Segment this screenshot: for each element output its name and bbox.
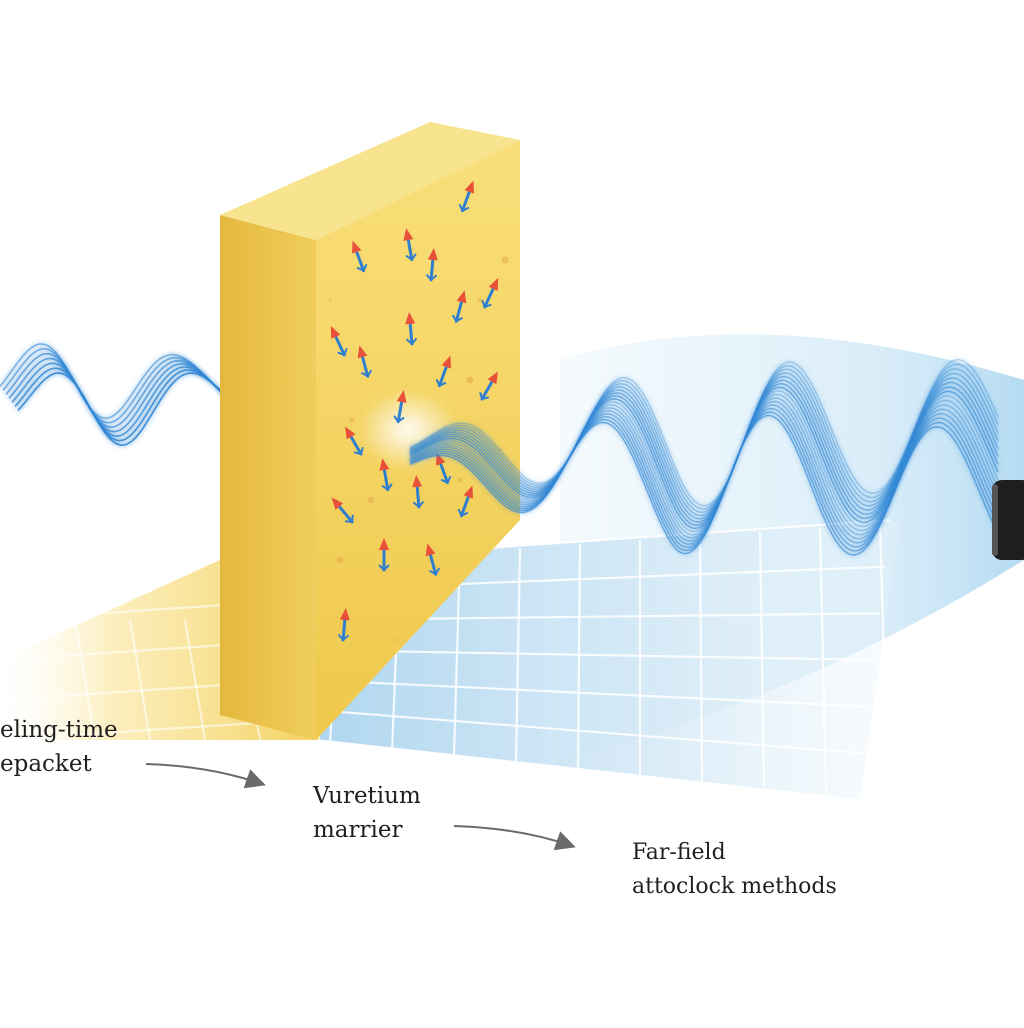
spin-arrow-icon	[435, 355, 452, 388]
label-barrier: Vuretium marrier	[313, 779, 421, 847]
spin-arrow-icon	[379, 458, 393, 492]
label-left-line1: eling-time	[0, 717, 118, 743]
label-far-field-attoclock: Far-field attoclock methods	[632, 836, 837, 904]
spin-arrow-icon	[331, 497, 354, 524]
spin-arrow-icon	[412, 475, 425, 509]
outgoing-wave	[409, 358, 999, 556]
spin-arrow-icon	[393, 390, 407, 424]
spin-arrow-icon	[425, 248, 438, 282]
barrier-speckles	[328, 247, 509, 642]
label-left-line2: epacket	[0, 751, 92, 777]
spin-arrow-icon	[458, 180, 475, 213]
spin-arrow-icon	[337, 608, 350, 642]
spin-arrow-icon	[330, 325, 348, 357]
spin-arrow-icon	[479, 371, 498, 401]
spin-arrow-icon	[457, 485, 474, 518]
detector-icon	[992, 480, 1024, 560]
barrier	[220, 122, 520, 740]
spin-arrows	[330, 180, 499, 642]
barrier-side	[220, 215, 316, 740]
label-middle-line2: marrier	[313, 817, 403, 843]
floor-blue	[310, 520, 900, 800]
label-middle-line1: Vuretium	[313, 783, 421, 809]
spin-arrow-icon	[425, 543, 441, 576]
spin-arrow-icon	[345, 426, 364, 456]
label-right-line1: Far-field	[632, 840, 726, 865]
spin-arrow-icon	[357, 345, 373, 378]
spin-arrow-icon	[481, 277, 499, 309]
spin-arrow-icon	[451, 290, 467, 323]
label-right-line2: attoclock methods	[632, 874, 837, 899]
spin-arrow-icon	[378, 538, 390, 572]
spin-arrow-icon	[351, 240, 368, 273]
flow-arrow-icon	[145, 763, 266, 789]
spin-arrow-icon	[403, 228, 417, 262]
barrier-top	[220, 122, 520, 240]
label-tunneling-time-wavepacket: eling-time epacket	[0, 713, 118, 781]
spin-arrow-icon	[405, 312, 418, 346]
flow-arrow-icon	[453, 825, 576, 851]
